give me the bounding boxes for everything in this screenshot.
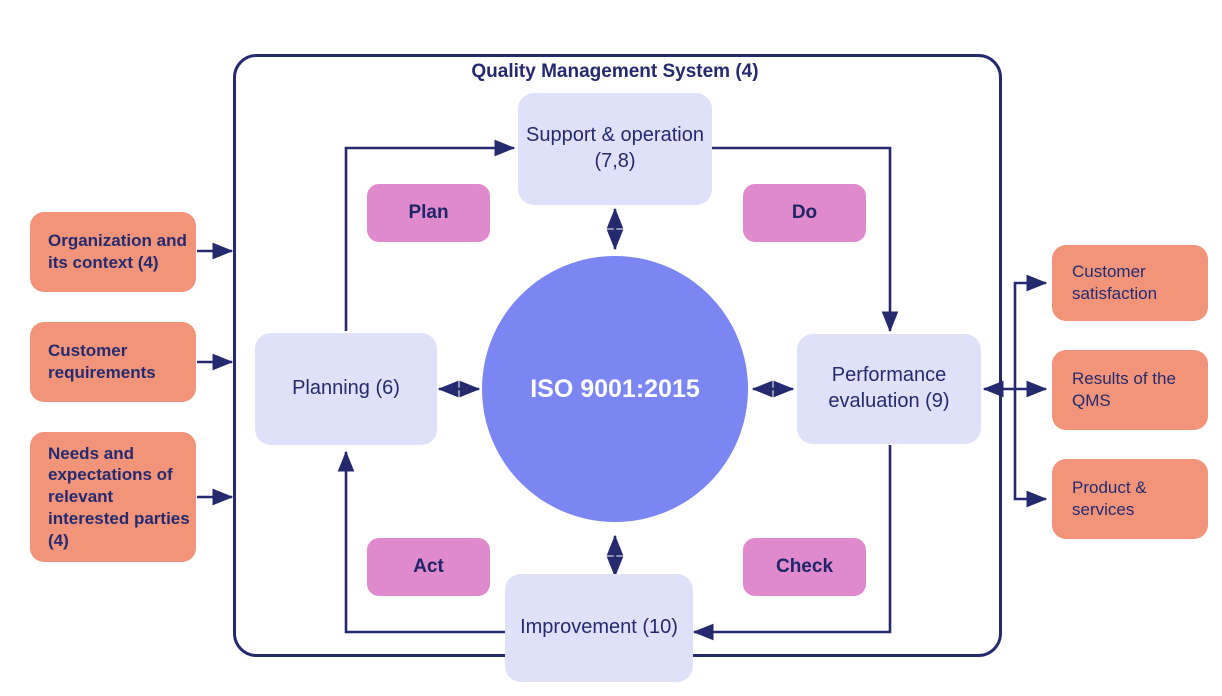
cycle-planning-to-support xyxy=(344,139,516,331)
pdca-label: Plan xyxy=(408,201,449,223)
pdca-box-check[interactable]: Check xyxy=(743,538,866,596)
process-label: Planning (6) xyxy=(292,377,400,400)
output-label: Product & services xyxy=(1072,478,1147,519)
cycle-performance-to-improvement xyxy=(692,445,892,641)
input-box-customer-requirements[interactable]: Customer requirements xyxy=(30,322,196,402)
input-label: Needs and expectations of relevant inter… xyxy=(48,443,190,550)
branch-output-1 xyxy=(1013,274,1048,389)
pdca-box-act[interactable]: Act xyxy=(367,538,490,596)
input-box-organization-context[interactable]: Organization and its context (4) xyxy=(30,212,196,292)
qms-title: Quality Management System (4) xyxy=(471,61,759,82)
center-circle-label: ISO 9001:2015 xyxy=(530,374,700,403)
output-box-customer-satisfaction[interactable]: Customer satisfaction xyxy=(1052,245,1208,321)
input-label: Organization and its context (4) xyxy=(48,231,187,272)
process-label: Support & operation (7,8) xyxy=(526,124,704,172)
pdca-label: Do xyxy=(791,201,818,223)
center-circle-iso[interactable]: ISO 9001:2015 xyxy=(482,256,748,522)
output-label: Results of the QMS xyxy=(1072,369,1176,410)
branch-output-3 xyxy=(1013,389,1048,508)
process-box-support-operation[interactable]: Support & operation (7,8) xyxy=(518,93,712,205)
output-label: Customer satisfaction xyxy=(1072,262,1158,303)
output-box-product-services[interactable]: Product & services xyxy=(1052,459,1208,539)
pdca-box-do[interactable]: Do xyxy=(743,184,866,242)
cycle-improvement-to-planning xyxy=(337,450,505,634)
pdca-label: Act xyxy=(413,555,444,577)
process-box-improvement[interactable]: Improvement (10) xyxy=(505,574,693,682)
input-label: Customer requirements xyxy=(48,341,156,382)
process-box-performance-evaluation[interactable]: Performance evaluation (9) xyxy=(797,334,981,444)
pdca-label: Check xyxy=(775,555,834,577)
process-label: Performance evaluation (9) xyxy=(828,364,950,412)
input-box-needs-expectations[interactable]: Needs and expectations of relevant inter… xyxy=(30,432,196,562)
pdca-box-plan[interactable]: Plan xyxy=(367,184,490,242)
process-box-planning[interactable]: Planning (6) xyxy=(255,333,437,445)
process-label: Improvement (10) xyxy=(520,616,678,639)
output-box-results-of-qms[interactable]: Results of the QMS xyxy=(1052,350,1208,430)
cycle-support-to-performance xyxy=(712,146,899,333)
